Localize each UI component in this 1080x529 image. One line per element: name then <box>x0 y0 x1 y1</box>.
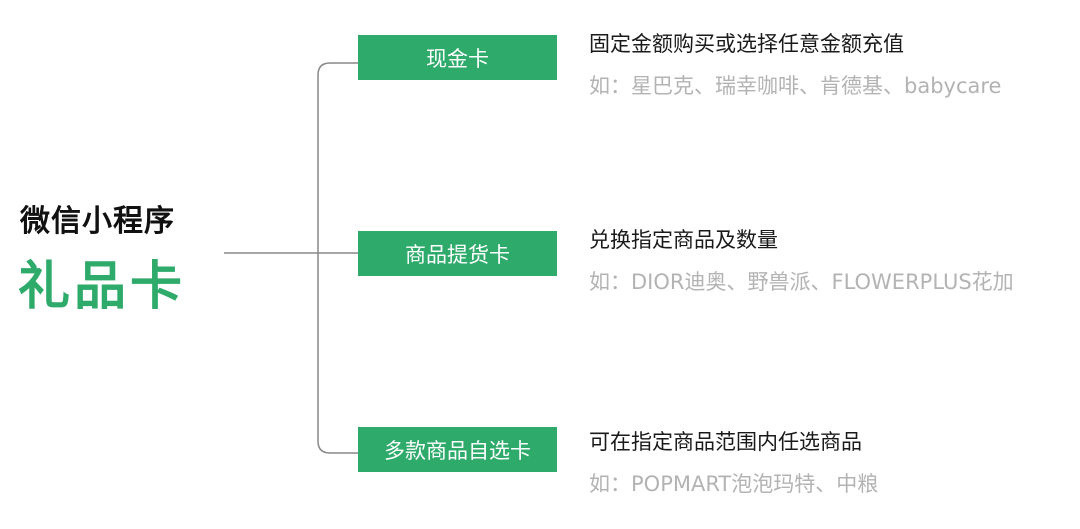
cash-card-example: 如：星巴克、瑞幸咖啡、肯德基、babycare <box>589 74 1002 98</box>
product-pickup-card-example: 如：DIOR迪奥、野兽派、FLOWERPLUS花加 <box>589 270 1014 294</box>
product-pickup-card-node: 商品提货卡 <box>358 231 557 276</box>
multi-product-choice-card-node: 多款商品自选卡 <box>358 427 557 472</box>
gift-card-title: 礼品卡 <box>18 257 187 317</box>
cash-card-node: 现金卡 <box>358 35 557 80</box>
bracket-bottom-arc <box>317 440 358 454</box>
multi-product-choice-card-example: 如：POPMART泡泡玛特、中粮 <box>589 472 879 496</box>
mini-program-title: 微信小程序 <box>20 204 175 239</box>
product-pickup-card-description: 兑换指定商品及数量 <box>589 228 778 252</box>
cash-card-description: 固定金额购买或选择任意金额充值 <box>589 32 904 56</box>
bracket-top-arc <box>317 62 358 76</box>
multi-product-choice-card-description: 可在指定商品范围内任选商品 <box>589 430 862 454</box>
